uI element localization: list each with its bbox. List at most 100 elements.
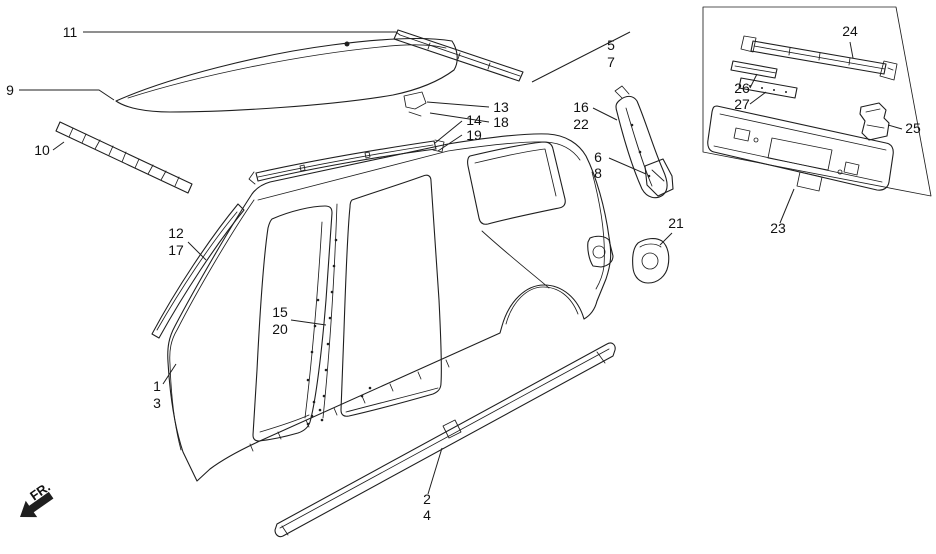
bracket-26-outline xyxy=(730,60,778,79)
roof-side-rail xyxy=(248,139,445,185)
roof-side-rail-tabs xyxy=(299,151,371,172)
pillar-bracket xyxy=(644,158,674,197)
pillar-bracket-crease xyxy=(651,169,665,182)
roof-side-rail-inner-panel xyxy=(151,203,245,339)
leader-line-2 xyxy=(427,447,443,495)
roof-side-rail-end-hooks xyxy=(248,139,445,185)
part-callout-10[interactable]: 10 xyxy=(34,142,50,158)
leader-line-14 xyxy=(434,120,463,144)
part-callout-5[interactable]: 5 xyxy=(607,37,615,53)
part-callout-20[interactable]: 20 xyxy=(272,321,288,337)
leader-line-15 xyxy=(290,319,327,326)
part-callout-16[interactable]: 16 xyxy=(573,99,589,115)
fuel-filler-hole xyxy=(592,245,606,259)
panel-23-outline xyxy=(707,105,894,191)
side-sill-end-details xyxy=(281,351,606,536)
leader-line-27 xyxy=(749,91,767,105)
leader-line-18 xyxy=(429,112,490,123)
rail-inner-outline xyxy=(151,203,245,339)
roof-panel xyxy=(115,37,458,117)
leader-line-6 xyxy=(608,157,647,175)
panel-23-holes xyxy=(733,127,860,176)
bracket-25-outline xyxy=(859,102,890,141)
side-sill-outline xyxy=(274,342,616,538)
body-outline xyxy=(167,133,612,482)
rail-inner-crease xyxy=(156,211,238,331)
a-pillar-inner-line xyxy=(169,199,255,451)
part-callout-14[interactable]: 14 xyxy=(466,112,482,128)
part-callout-15[interactable]: 15 xyxy=(272,304,288,320)
rail-24-ticks xyxy=(788,47,851,66)
spot-weld-dots xyxy=(306,238,372,426)
part-callout-7[interactable]: 7 xyxy=(607,54,615,70)
callout-layer: 1191013181419571622682426272523211217152… xyxy=(6,23,921,523)
panel-23-hole-left xyxy=(753,137,759,143)
rear-roof-rail-inner xyxy=(399,34,521,77)
part-callout-23[interactable]: 23 xyxy=(770,220,786,236)
part-callout-24[interactable]: 24 xyxy=(842,23,858,39)
part-callout-13[interactable]: 13 xyxy=(493,99,509,115)
part-callout-27[interactable]: 27 xyxy=(734,96,750,112)
wheel-arch-inner-line xyxy=(505,286,579,325)
part-callout-26[interactable]: 26 xyxy=(734,80,750,96)
quarter-pillar-stiffener xyxy=(614,85,668,199)
leader-line-19 xyxy=(437,134,463,152)
part-callout-17[interactable]: 17 xyxy=(168,242,184,258)
rear-bulkhead-panel-23 xyxy=(707,105,894,192)
bracket-25-creases xyxy=(865,108,885,129)
part-callout-1[interactable]: 1 xyxy=(153,378,161,394)
leader-line-23 xyxy=(779,188,795,224)
leader-line-5 xyxy=(531,31,631,83)
body-side-outer-panel xyxy=(167,133,614,482)
quarter-window-opening xyxy=(467,141,566,225)
bracket-27-outline xyxy=(738,77,798,99)
b-pillar-line xyxy=(322,203,338,419)
rear-edge-crease xyxy=(591,171,605,290)
fuel-lid-adapter xyxy=(632,238,670,284)
part-callout-25[interactable]: 25 xyxy=(905,120,921,136)
side-sill-panel xyxy=(274,342,616,538)
quarter-crease-line xyxy=(481,230,550,289)
part-callout-8[interactable]: 8 xyxy=(594,165,602,181)
rail-24-right-tab xyxy=(879,60,898,81)
rear-roof-rail-outline xyxy=(393,29,524,82)
fuel-lid-adapter-outline xyxy=(632,238,670,284)
leader-line-10 xyxy=(52,141,65,151)
leader-line-26 xyxy=(749,73,758,89)
part-callout-6[interactable]: 6 xyxy=(594,149,602,165)
rear-roof-rail-ticks xyxy=(427,42,491,70)
roof-latch-bracket xyxy=(403,91,427,117)
roof-side-rail-outline xyxy=(255,140,437,182)
part-callout-9[interactable]: 9 xyxy=(6,82,14,98)
quarter-window-inner-line xyxy=(474,148,557,197)
fr-indicator: FR. xyxy=(20,479,54,518)
panel-23-bottom-bracket xyxy=(796,171,823,192)
inset-box-frame xyxy=(702,6,932,197)
part-callout-18[interactable]: 18 xyxy=(493,114,509,130)
part-callout-19[interactable]: 19 xyxy=(466,127,482,143)
roof-panel-crease xyxy=(127,44,447,99)
stiffener-dot xyxy=(638,150,642,154)
stiffener-top-hook xyxy=(614,85,630,99)
part-callout-3[interactable]: 3 xyxy=(153,395,161,411)
part-callout-2[interactable]: 2 xyxy=(423,491,431,507)
jack-bracket xyxy=(442,419,462,439)
sill-inner-lines xyxy=(259,387,439,433)
part-callout-22[interactable]: 22 xyxy=(573,116,589,132)
part-callout-21[interactable]: 21 xyxy=(668,215,684,231)
panel-23-center-rect xyxy=(767,137,833,171)
antenna-hole xyxy=(344,41,350,47)
part-callout-12[interactable]: 12 xyxy=(168,225,184,241)
leader-line-11 xyxy=(83,31,401,36)
rear-door-opening xyxy=(340,174,442,417)
stiffener-outline xyxy=(615,95,668,199)
part-callout-4[interactable]: 4 xyxy=(423,507,431,523)
rail-24-left-tab xyxy=(740,35,757,53)
rear-bulkhead-box xyxy=(702,6,932,197)
leader-line-16 xyxy=(592,107,618,121)
part-callout-11[interactable]: 11 xyxy=(63,24,78,40)
pillar-bracket-outline xyxy=(644,158,674,197)
stiffener-dot xyxy=(647,174,651,178)
drip-molding-hatching xyxy=(68,127,180,187)
